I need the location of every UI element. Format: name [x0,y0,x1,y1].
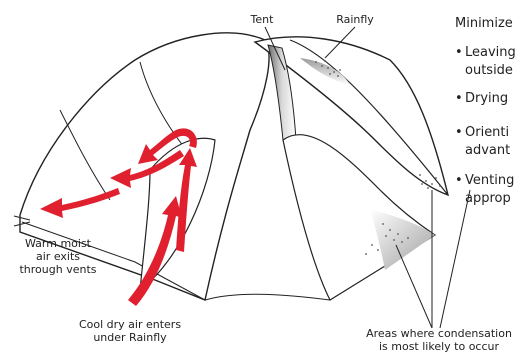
sidebar-heading: Minimize [455,16,513,31]
cool-air-label: Cool dry air enters under Rainfly [60,318,200,344]
condensation-label: Areas where condensation is most likely … [364,327,514,353]
bullet-line-1: Drying [465,91,508,106]
warm-air-line-2: air exits [8,250,108,263]
bullet-item: •Venting approp [455,172,514,208]
bullet-line-1: Venting [465,173,514,188]
bullet-dot: • [455,124,465,142]
cool-air-line-1: Cool dry air enters [60,318,200,331]
bullet-line-2: outside [455,62,516,80]
panel-floor [205,294,330,300]
bullet-item: •Leaving outside [455,44,516,80]
warm-air-line-3: through vents [8,263,108,276]
warm-air-label: Warm moist air exits through vents [8,237,108,276]
bullet-dot: • [455,90,465,108]
bullet-item: •Drying [455,90,508,108]
bullet-line-1: Leaving [465,45,516,60]
bullet-line-2: advant [455,142,510,160]
bullet-dot: • [455,44,465,62]
rainfly-label: Rainfly [325,13,385,26]
condensation-leader [396,245,432,328]
bullet-line-1: Orienti [465,125,509,140]
bullet-item: •Orienti advant [455,124,510,160]
warm-air-line-1: Warm moist [8,237,108,250]
cool-air-line-2: under Rainfly [60,331,200,344]
condensation-line-2: is most likely to occur [364,340,514,353]
bullet-dot: • [455,172,465,190]
condensation-line-1: Areas where condensation [364,327,514,340]
bullet-line-2: approp [455,190,514,208]
condensation-leader [440,190,470,328]
tent-label: Tent [232,13,292,26]
